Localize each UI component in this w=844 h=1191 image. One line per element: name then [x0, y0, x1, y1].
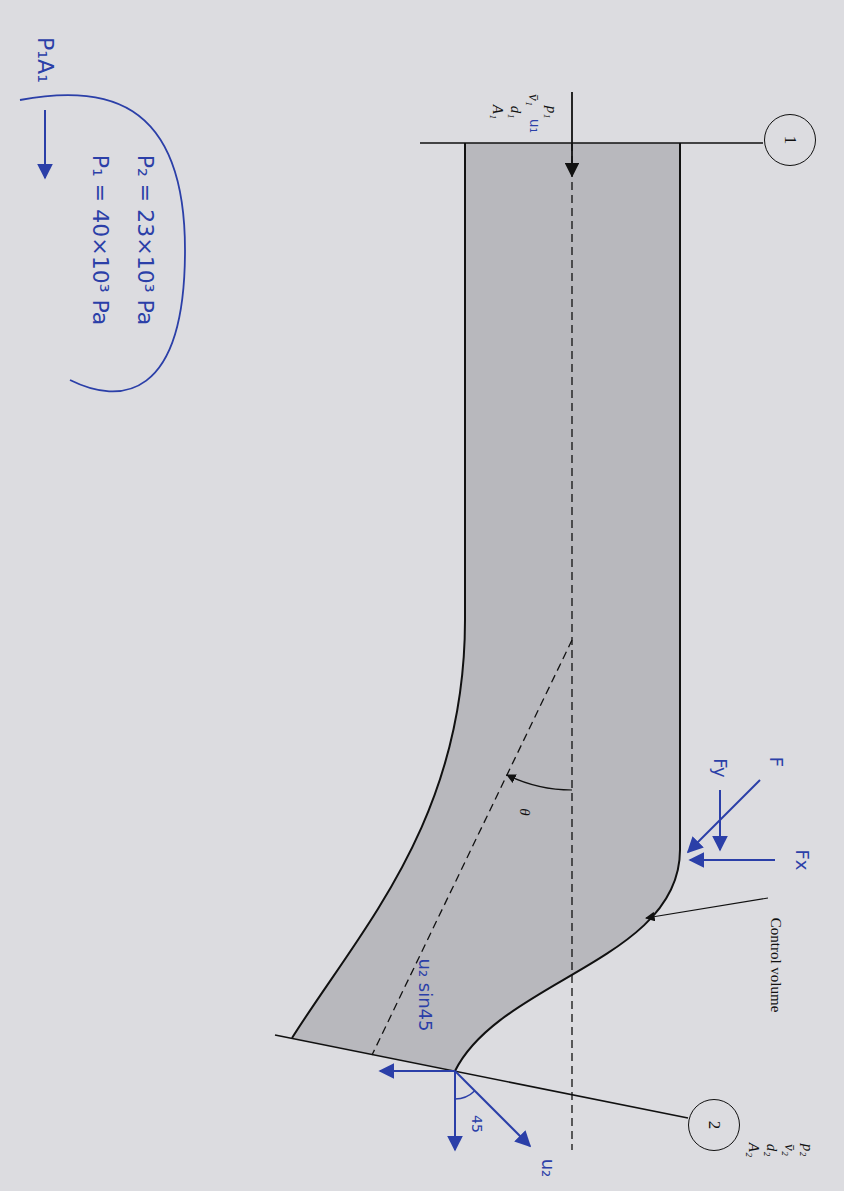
angle-arc	[455, 1091, 475, 1099]
force-label: Fy	[710, 758, 730, 777]
section-number: 2	[704, 1121, 724, 1130]
pressure-value: P₂ = 23×10³ Pa	[133, 155, 157, 326]
angle-arc	[507, 775, 572, 790]
symbol-label: v̄₁	[526, 94, 543, 106]
force-arrow	[719, 790, 721, 850]
handwritten-note: P₁A₁	[33, 37, 57, 83]
velocity-arrow	[455, 1071, 530, 1146]
force-arrow	[690, 859, 775, 861]
velocity-label: u₂	[538, 1159, 558, 1178]
pipe-wall	[292, 143, 465, 1038]
symbol-label: p₂	[800, 1144, 817, 1157]
bracket-curve	[20, 95, 185, 391]
symbol-label: A₂	[746, 1143, 763, 1157]
section-circle: 1	[764, 114, 816, 166]
force-arrow	[44, 110, 46, 178]
center-line	[372, 640, 572, 1055]
symbol-label: d₁	[508, 106, 525, 119]
section-line	[420, 142, 763, 144]
force-label: Fx	[792, 849, 812, 870]
symbol-label: u₁	[526, 119, 541, 134]
symbol-label: p₁	[544, 106, 561, 119]
angle-label: θ	[517, 808, 534, 815]
angle-label: 45	[468, 1115, 483, 1133]
symbol-label: d₂	[764, 1144, 781, 1157]
leader-line	[646, 898, 768, 918]
section-number: 1	[780, 136, 800, 145]
section-line	[275, 1035, 688, 1118]
section-circle: 2	[688, 1099, 740, 1151]
force-label: F	[766, 757, 786, 767]
force-arrow	[688, 780, 760, 852]
pipe-wall	[455, 143, 680, 1071]
center-line	[571, 143, 572, 1150]
velocity-arrow	[380, 1070, 455, 1072]
flow-arrow	[571, 92, 573, 176]
velocity-label: u₂ sin45	[415, 958, 435, 1031]
pressure-value: P₁ = 40×10³ Pa	[88, 155, 112, 326]
symbol-label: v̄₂	[782, 1144, 799, 1156]
part-label: Control volume	[768, 918, 785, 1013]
velocity-arrow	[454, 1071, 456, 1150]
pipe-fill	[292, 143, 680, 1071]
symbol-label: A₁	[490, 105, 507, 119]
